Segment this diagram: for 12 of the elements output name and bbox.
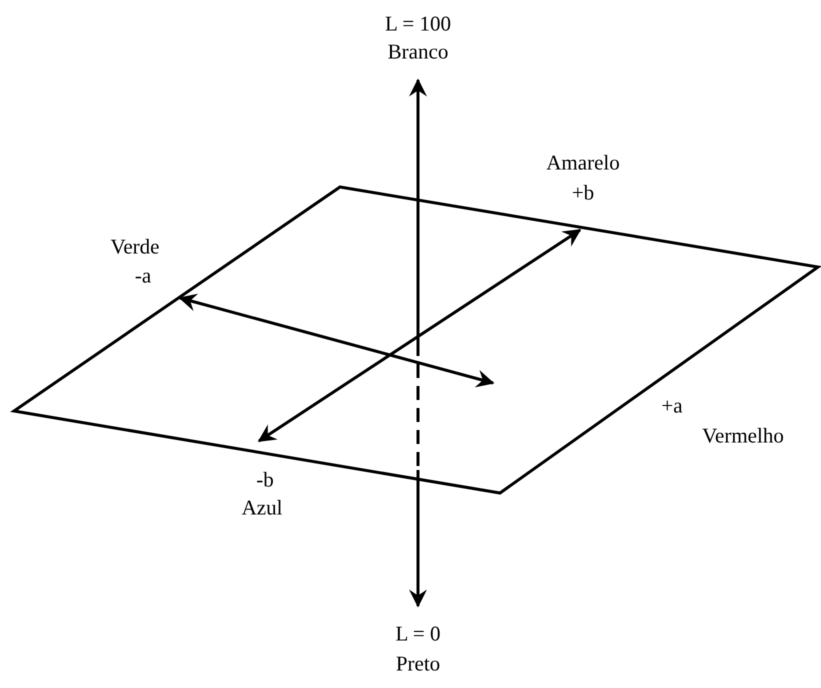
axis-label: Branco xyxy=(388,42,448,62)
axis-label: Vermelho xyxy=(702,426,784,446)
axis-label: -a xyxy=(134,266,152,286)
axis-label: +b xyxy=(572,182,594,204)
axis-label: -b xyxy=(256,470,274,490)
axis-label: Preto xyxy=(396,654,440,674)
axis-label: Azul xyxy=(242,498,282,518)
axis-label: Amarelo xyxy=(546,152,620,174)
axis-label: Verde xyxy=(110,236,160,258)
axis-label: +a xyxy=(661,396,683,416)
axis-label: L = 0 xyxy=(396,624,440,644)
axis-label: L = 100 xyxy=(385,14,451,34)
